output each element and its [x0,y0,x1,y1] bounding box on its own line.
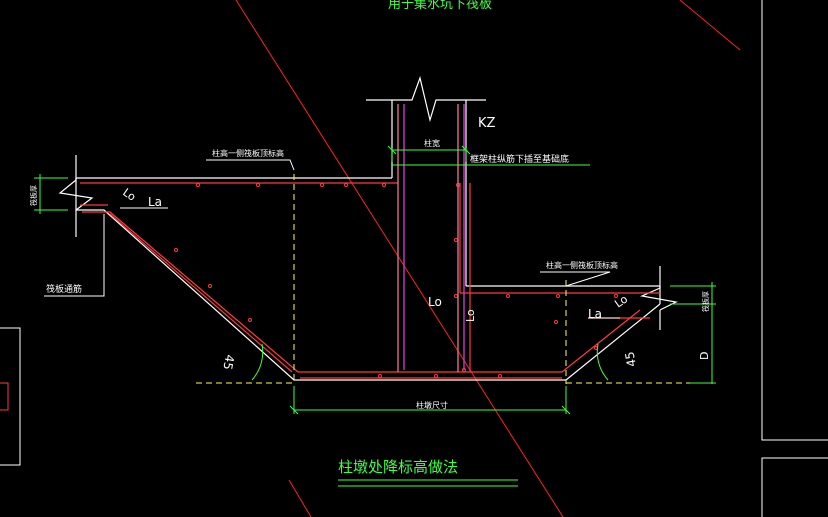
bottom-title: 柱墩处降标高做法 [338,458,458,476]
anchor-lo-left: Lo [120,186,138,204]
anchor-la-right: La [588,307,602,321]
left-slab-top-note: 柱高一侧筏板顶标高 [212,148,284,158]
rebar-dots [174,183,618,378]
pier-size-label: 柱墩尺寸 [416,400,448,410]
right-break-symbol [639,266,678,330]
left-red-fragment [0,382,9,411]
anchor-lo-mid: Lo [428,295,442,309]
depth-label: D [698,352,711,360]
left-slab-thickness: 筏板厚 [29,185,38,206]
anchor-lo-vertical: Lo [464,309,477,322]
right-slab-top-note: 柱高一侧筏板顶标高 [546,260,618,270]
angle-left: 45 [220,353,236,370]
left-frame-fragment [0,327,21,466]
diagonal-cut-line [235,0,564,517]
column-outline [76,75,660,287]
raft-bar-note: 筏板通筋 [46,283,82,295]
dimension-lines [34,148,716,487]
right-frame-lower [761,457,828,517]
angle-right: 45 [623,350,639,367]
rebar-lines [80,182,660,379]
column-label: KZ [478,116,496,131]
column-bar-note: 框架柱纵筋下插至基础底 [470,153,569,165]
lower-cut-line [288,479,312,517]
leader-lines [44,159,620,319]
top-title: 用于集水坑下筏板 [388,0,492,12]
right-frame-upper [761,0,828,441]
left-break-symbol [58,155,94,237]
dashed-lines [196,174,690,384]
right-slab-thickness: 筏板厚 [701,291,710,312]
anchor-la-left: La [148,195,162,209]
column-width-label: 柱宽 [424,138,440,148]
dimension-ticks [289,145,571,415]
upper-right-cut-line [679,0,741,51]
